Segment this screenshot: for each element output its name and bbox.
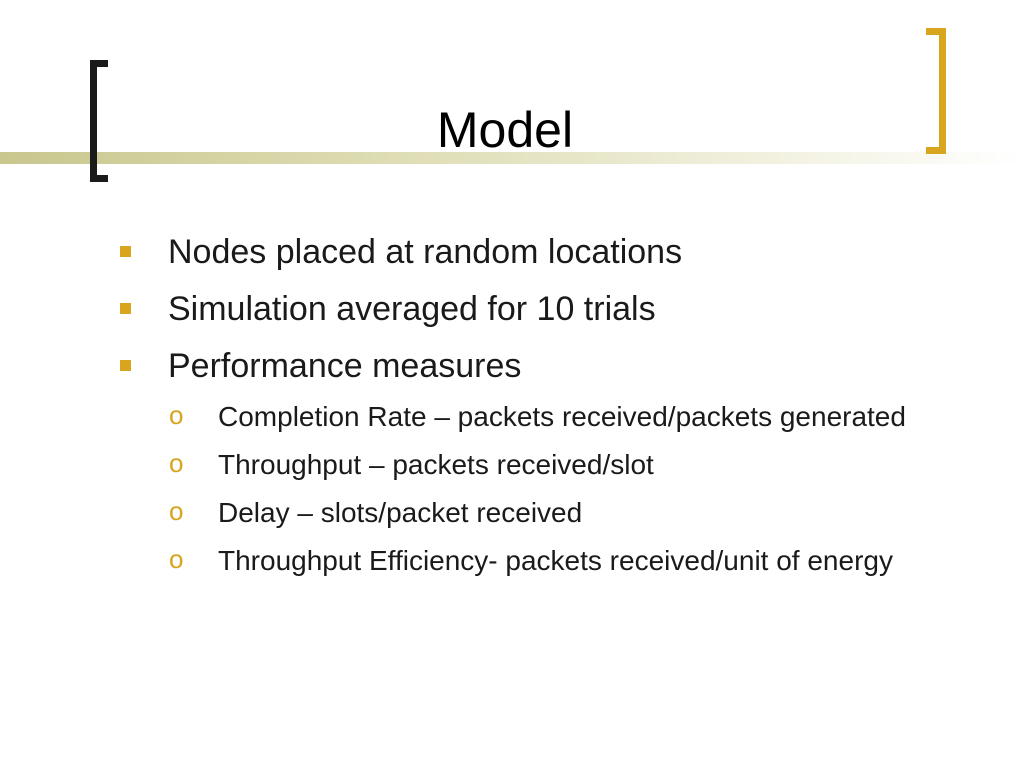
bullet-text: Performance measures xyxy=(168,347,522,385)
circle-bullet-icon: o xyxy=(169,448,184,478)
sub-bullet-text: Throughput – packets received/slot xyxy=(218,449,654,480)
square-bullet-icon xyxy=(120,246,131,257)
sub-bullet-text: Delay – slots/packet received xyxy=(218,497,583,528)
bullet-item: Simulation averaged for 10 trials xyxy=(118,285,958,333)
sub-bullet-list: o Completion Rate – packets received/pac… xyxy=(118,397,958,581)
slide-body: Nodes placed at random locations Simulat… xyxy=(118,228,958,589)
circle-bullet-icon: o xyxy=(169,496,184,526)
square-bullet-icon xyxy=(120,360,131,371)
sub-bullet-item: o Delay – slots/packet received xyxy=(118,493,958,533)
slide-title: Model xyxy=(436,102,574,158)
circle-bullet-icon: o xyxy=(169,544,184,574)
bullet-text: Simulation averaged for 10 trials xyxy=(168,290,656,328)
left-bracket-decoration xyxy=(90,60,108,182)
right-bracket-decoration xyxy=(926,28,946,154)
circle-bullet-icon: o xyxy=(169,400,184,430)
sub-bullet-item: o Throughput – packets received/slot xyxy=(118,445,958,485)
sub-bullet-text: Throughput Efficiency- packets received/… xyxy=(218,545,893,576)
bullet-text: Nodes placed at random locations xyxy=(168,233,683,271)
title-underline-rule xyxy=(0,152,1024,164)
sub-bullet-item: o Completion Rate – packets received/pac… xyxy=(118,397,958,437)
sub-bullet-item: o Throughput Efficiency- packets receive… xyxy=(118,541,958,581)
sub-bullet-text: Completion Rate – packets received/packe… xyxy=(218,401,906,432)
bullet-item: Nodes placed at random locations xyxy=(118,228,958,276)
bullet-item: Performance measures xyxy=(118,342,958,390)
square-bullet-icon xyxy=(120,303,131,314)
